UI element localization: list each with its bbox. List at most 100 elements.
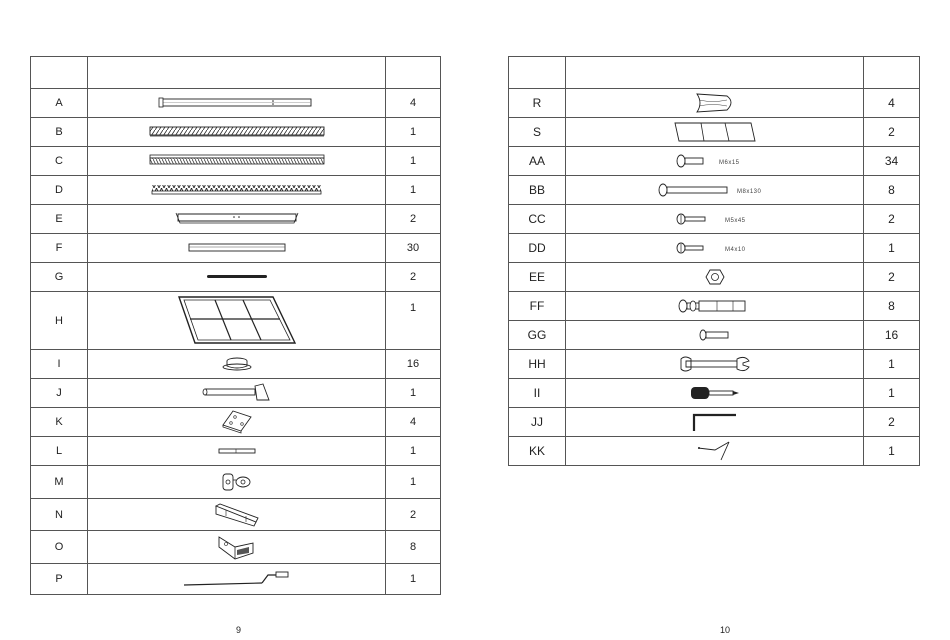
- part-row-gg: GG 16: [509, 321, 919, 350]
- part-image-cell: [88, 350, 386, 378]
- part-code: A: [31, 89, 88, 117]
- part-row-cc: CC M5x45 2: [509, 205, 919, 234]
- bolt-icon: M6x15: [675, 153, 755, 169]
- part-image-cell: [88, 263, 386, 291]
- part-qty: 2: [386, 263, 440, 291]
- hex-nut-icon: [705, 268, 725, 286]
- small-hex-key-icon: [695, 440, 735, 462]
- part-row-f: F 30: [31, 234, 440, 263]
- part-qty: 1: [386, 147, 440, 175]
- header-code-cell: [31, 57, 88, 88]
- part-image-cell: [566, 437, 864, 465]
- channel-beam-icon: [172, 211, 302, 227]
- part-code: P: [31, 564, 88, 594]
- table-header-row: [509, 57, 919, 89]
- part-code: CC: [509, 205, 566, 233]
- end-cap-icon: [220, 356, 254, 372]
- part-image-cell: [88, 118, 386, 146]
- part-qty: 1: [386, 466, 440, 498]
- part-qty: 34: [864, 147, 919, 175]
- short-bar-icon: [217, 446, 257, 456]
- roof-frame-panel-icon: [175, 295, 299, 347]
- part-row-g: G 2: [31, 263, 440, 292]
- part-row-p: P 1: [31, 564, 440, 595]
- part-code: N: [31, 499, 88, 530]
- part-image-cell: [566, 118, 864, 146]
- part-row-j: J 1: [31, 379, 440, 408]
- part-qty: 1: [864, 234, 919, 262]
- part-image-cell: [88, 292, 386, 349]
- part-image-cell: [566, 263, 864, 291]
- part-code: H: [31, 292, 88, 349]
- part-image-cell: M4x10: [566, 234, 864, 262]
- part-row-a: A 4: [31, 89, 440, 118]
- header-qty-cell: [386, 57, 440, 88]
- bolt-size-label: M8x130: [737, 189, 762, 195]
- part-qty: 30: [386, 234, 440, 262]
- part-row-ff: FF 8: [509, 292, 919, 321]
- part-code: KK: [509, 437, 566, 465]
- part-qty: 1: [386, 292, 440, 349]
- part-image-cell: [88, 466, 386, 498]
- part-row-b: B 1: [31, 118, 440, 147]
- curved-cover-icon: [693, 92, 737, 114]
- long-bolt-icon: M8x130: [657, 182, 773, 198]
- part-qty: 1: [386, 379, 440, 407]
- part-image-cell: [566, 350, 864, 378]
- part-image-cell: M8x130: [566, 176, 864, 204]
- part-qty: 4: [386, 89, 440, 117]
- part-qty: 1: [864, 379, 919, 407]
- part-image-cell: [566, 321, 864, 349]
- part-code: O: [31, 531, 88, 563]
- part-qty: 1: [386, 176, 440, 204]
- part-row-l: L 1: [31, 437, 440, 466]
- part-qty: 1: [864, 350, 919, 378]
- part-code: M: [31, 466, 88, 498]
- part-code: BB: [509, 176, 566, 204]
- part-row-r: R 4: [509, 89, 919, 118]
- part-row-jj: JJ 2: [509, 408, 919, 437]
- part-row-kk: KK 1: [509, 437, 919, 466]
- part-code: DD: [509, 234, 566, 262]
- part-code: FF: [509, 292, 566, 320]
- part-code: J: [31, 379, 88, 407]
- part-image-cell: [88, 205, 386, 233]
- part-qty: 1: [386, 564, 440, 594]
- part-code: S: [509, 118, 566, 146]
- anchor-bolt-icon: [677, 296, 753, 316]
- corner-bracket-icon: [215, 533, 259, 561]
- part-code: L: [31, 437, 88, 465]
- part-image-cell: [88, 176, 386, 204]
- part-qty: 4: [864, 89, 919, 117]
- slat-icon: [187, 242, 287, 254]
- part-row-c: C 1: [31, 147, 440, 176]
- connector-bar-icon: [201, 382, 273, 404]
- part-qty: 16: [864, 321, 919, 349]
- part-image-cell: [88, 379, 386, 407]
- part-code: JJ: [509, 408, 566, 436]
- part-row-hh: HH 1: [509, 350, 919, 379]
- part-row-dd: DD M4x10 1: [509, 234, 919, 263]
- part-qty: 4: [386, 408, 440, 436]
- header-qty-cell: [864, 57, 919, 88]
- screwdriver-icon: [689, 384, 741, 402]
- bolt-size-label: M6x15: [719, 160, 740, 166]
- part-image-cell: [88, 564, 386, 594]
- part-row-ii: II 1: [509, 379, 919, 408]
- part-code: I: [31, 350, 88, 378]
- part-qty: 2: [386, 205, 440, 233]
- part-qty: 2: [864, 408, 919, 436]
- part-image-cell: [88, 408, 386, 436]
- part-row-h: H 1: [31, 292, 440, 350]
- parts-table-left: A 4 B 1 C: [30, 56, 441, 595]
- base-plate-icon: [217, 409, 257, 435]
- part-qty: 1: [386, 437, 440, 465]
- part-image-cell: [88, 531, 386, 563]
- part-qty: 16: [386, 350, 440, 378]
- part-image-cell: [566, 408, 864, 436]
- part-code: GG: [509, 321, 566, 349]
- part-code: F: [31, 234, 88, 262]
- part-image-cell: [88, 89, 386, 117]
- part-row-s: S 2: [509, 118, 919, 147]
- header-code-cell: [509, 57, 566, 88]
